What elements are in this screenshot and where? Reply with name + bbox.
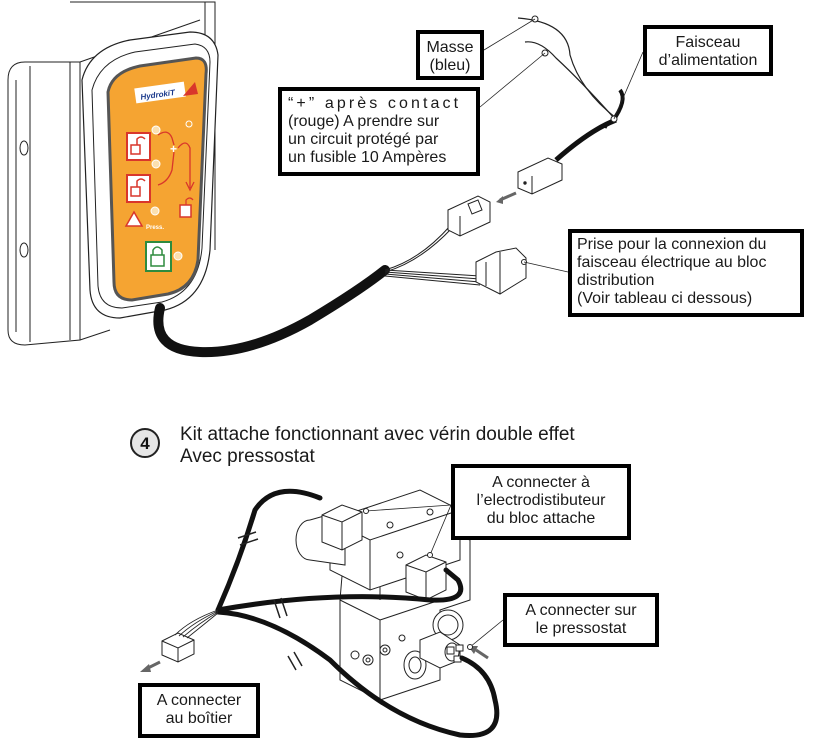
control-box: HydrokiT + Press.	[81, 31, 219, 319]
callout-prise: Prise pour la connexion du faisceau élec…	[568, 229, 804, 317]
unlock-icon-1	[126, 132, 151, 161]
callout-prise-line: distribution	[577, 272, 655, 289]
press-label: Press.	[146, 225, 164, 231]
flow-arrows	[157, 131, 195, 192]
connector-female	[517, 157, 563, 195]
plus-icon: +	[170, 142, 177, 156]
connect-arrow-boitier	[147, 660, 161, 670]
bottom-cables	[215, 488, 500, 739]
unlock-icon-2	[126, 174, 151, 203]
callout-faisceau-line: d’alimentation	[658, 52, 758, 69]
leader-lines-bottom	[365, 504, 504, 648]
boitier-connector	[161, 632, 195, 663]
callout-plus-contact: “+” après contact (rouge) A prendre sur …	[278, 87, 480, 176]
distribution-connector	[475, 247, 527, 295]
main-cable	[153, 265, 390, 358]
leader-lines	[479, 18, 644, 273]
brand-logo-icon	[183, 82, 198, 96]
callout-masse-line: (bleu)	[429, 57, 471, 74]
callout-boitier-line: au boîtier	[165, 710, 233, 727]
cable-break-marks	[237, 531, 303, 671]
mounting-bracket	[7, 1, 216, 346]
callout-presso-line: A connecter sur	[525, 602, 637, 619]
callout-prise-line: faisceau électrique au bloc	[577, 254, 767, 271]
connector-male	[447, 195, 491, 237]
callout-prise-line: Prise pour la connexion du	[577, 236, 767, 253]
callout-plus-line: un circuit protégé par	[288, 131, 439, 148]
callout-boitier: A connecter au boîtier	[138, 683, 260, 738]
callout-plus-line: “+” après contact	[288, 95, 462, 112]
supply-wires	[517, 17, 617, 119]
section-title-line: Kit attache fonctionnant avec vérin doub…	[180, 424, 575, 445]
supply-cable	[554, 117, 617, 162]
boitier-wires	[174, 609, 219, 639]
callout-boitier-line: A connecter	[156, 692, 242, 709]
callout-faisceau: Faisceau d’alimentation	[643, 25, 773, 76]
brand-label-bg	[134, 81, 186, 104]
connect-arrow-pressostat	[475, 648, 489, 660]
callout-pressostat: A connecter sur le pressostat	[503, 593, 659, 647]
callout-masse-line: Masse	[426, 39, 474, 56]
callout-elec-line: l’electrodistibuteur	[476, 492, 606, 509]
callout-masse: Masse (bleu)	[416, 30, 484, 80]
section-title-line: Avec pressostat	[180, 446, 315, 467]
callout-prise-line: (Voir tableau ci dessous)	[577, 290, 753, 307]
callout-elec-line: A connecter à	[492, 474, 590, 491]
callout-faisceau-line: Faisceau	[675, 34, 741, 51]
lock-icon-green	[145, 241, 172, 272]
fanout-wires	[384, 225, 481, 286]
small-unlock-icon	[179, 204, 192, 218]
callout-electrodistributeur: A connecter à l’electrodistibuteur du bl…	[451, 464, 631, 540]
warning-icon	[124, 210, 144, 227]
callout-plus-line: (rouge) A prendre sur	[288, 113, 440, 130]
section-title: Kit attache fonctionnant avec vérin doub…	[180, 424, 575, 468]
power-icon	[185, 120, 193, 128]
callout-plus-line: un fusible 10 Ampères	[288, 149, 447, 166]
callout-presso-line: le pressostat	[535, 620, 627, 637]
callout-elec-line: du bloc attache	[486, 510, 596, 527]
hydraulic-block	[295, 489, 471, 701]
step-number-badge: 4	[130, 428, 160, 458]
